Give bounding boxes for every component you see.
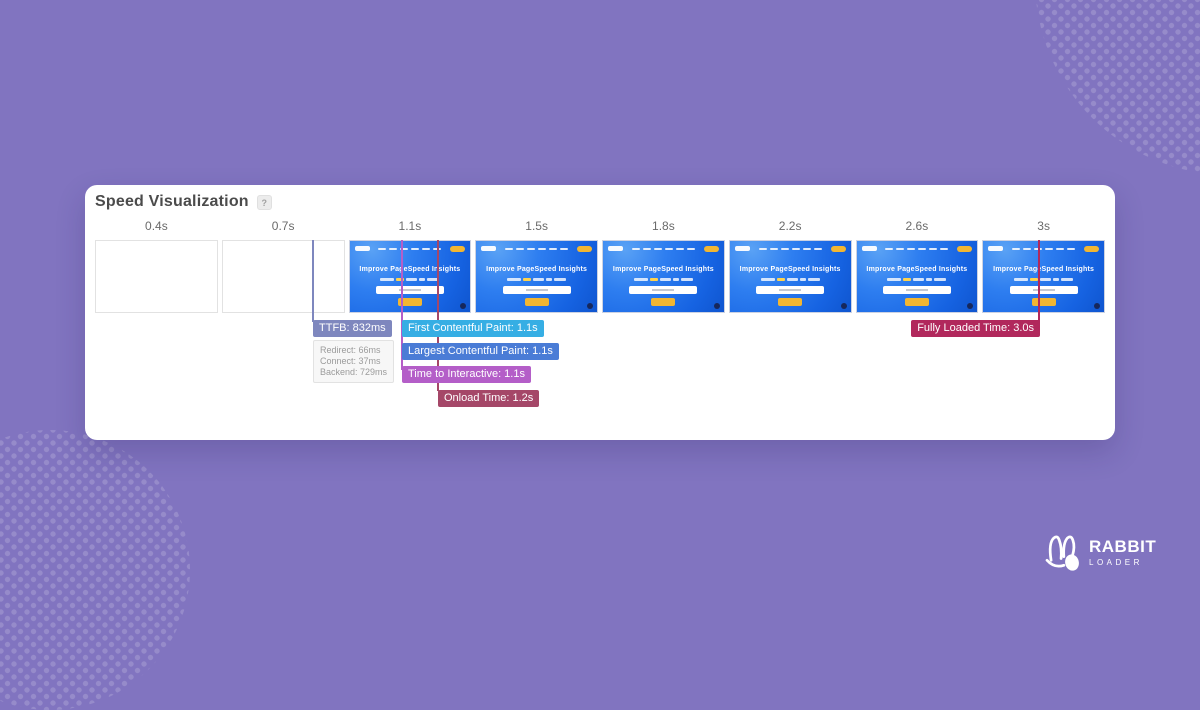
mini-site-cta-button: [1084, 245, 1099, 252]
timeline-label: 2.6s: [905, 219, 929, 233]
mini-site-submit-button: [397, 298, 422, 306]
ttfb-backend: Backend: 729ms: [320, 367, 388, 377]
filmstrip-frame-screenshot: Improve PageSpeed Insights: [602, 240, 725, 313]
mini-site-cta-button: [450, 245, 466, 252]
dot-pattern-top-right: [1035, 0, 1200, 175]
paint-marker-line: [401, 240, 403, 370]
timeline-label: 1.5s: [525, 219, 548, 233]
brand-subname: LOADER: [1089, 558, 1143, 567]
timeline-label: 1.1s: [398, 219, 422, 233]
onload-time-badge[interactable]: Onload Time: 1.2s: [438, 390, 540, 407]
rabbitloader-logo: RABBIT LOADER: [1042, 531, 1156, 575]
ttfb-redirect: Redirect: 66ms: [320, 345, 381, 355]
mini-site-cta-button: [577, 245, 592, 252]
time-to-interactive-badge[interactable]: Time to Interactive: 1.1s: [402, 366, 531, 383]
mini-site-subtitle: [730, 278, 851, 281]
mini-site-url-input: [882, 286, 951, 294]
timeline-label: 3s: [1037, 219, 1050, 233]
chat-widget-icon: [967, 303, 974, 309]
mini-site-nav: [496, 247, 577, 250]
mini-site-logo: [481, 246, 497, 251]
mini-site-heading: Improve PageSpeed Insights: [486, 266, 588, 273]
mini-site-logo: [988, 246, 1004, 251]
chat-widget-icon: [587, 303, 593, 309]
filmstrip-frame-screenshot: Improve PageSpeed Insights: [982, 240, 1105, 313]
mini-site-nav: [623, 247, 704, 250]
mini-site-logo: [608, 246, 623, 251]
mini-site-submit-button: [904, 298, 929, 306]
filmstrip-frame-screenshot: Improve PageSpeed Insights: [855, 240, 979, 313]
mini-site-submit-button: [651, 298, 676, 306]
mini-site-cta-button: [957, 245, 973, 252]
mini-site-submit-button: [778, 298, 803, 306]
chat-widget-icon: [1094, 303, 1100, 309]
mini-site-topbar: [988, 245, 1099, 252]
timeline-label: 2.2s: [778, 219, 802, 233]
largest-contentful-paint-badge[interactable]: Largest Contentful Paint: 1.1s: [402, 343, 559, 360]
filmstrip-frame-screenshot: Improve PageSpeed Insights: [475, 240, 598, 313]
chat-widget-icon: [840, 303, 847, 309]
mini-site-topbar: [481, 245, 592, 252]
filmstrip-frame-screenshot: Improve PageSpeed Insights: [728, 240, 852, 313]
mini-site-heading: Improve PageSpeed Insights: [866, 266, 968, 273]
mini-site-heading: Improve PageSpeed Insights: [739, 266, 841, 273]
mini-site-subtitle: [857, 278, 978, 281]
mini-site-heading: Improve PageSpeed Insights: [993, 266, 1095, 273]
mini-site-cta-button: [830, 245, 846, 252]
timeline-label: 1.8s: [652, 219, 675, 233]
mini-site-url-input: [375, 286, 444, 294]
mini-site-topbar: [608, 245, 719, 252]
fully-loaded-time-badge[interactable]: Fully Loaded Time: 3.0s: [911, 320, 1040, 337]
mini-site-topbar: [734, 245, 846, 252]
mini-site-subtitle: [476, 278, 597, 281]
filmstrip: Improve PageSpeed Insights Improve PageS…: [95, 240, 1105, 313]
mini-site-cta-button: [703, 245, 719, 252]
timeline-labels: 0.4s 0.7s 1.1s 1.5s 1.8s 2.2s 2.6s 3s: [95, 219, 1105, 235]
help-icon[interactable]: ?: [256, 195, 272, 210]
ttfb-badge[interactable]: TTFB: 832ms: [313, 320, 392, 337]
onload-marker-line: [437, 240, 439, 391]
mini-site-topbar: [861, 245, 973, 252]
filmstrip-frame-blank: [95, 240, 218, 313]
mini-site-subtitle: [603, 278, 724, 281]
mini-site-nav: [1003, 247, 1084, 250]
ttfb-details-tooltip: Redirect: 66ms Connect: 37ms Backend: 72…: [313, 340, 395, 383]
mini-site-submit-button: [1031, 298, 1056, 306]
speed-visualization-card: Speed Visualization ? 0.4s 0.7s 1.1s 1.5s 1.…: [85, 185, 1115, 440]
dot-pattern-bottom-left: [0, 430, 190, 710]
mini-site-logo: [861, 246, 877, 251]
mini-site-submit-button: [524, 298, 549, 306]
brand-text: RABBIT LOADER: [1089, 538, 1156, 568]
ttfb-connect: Connect: 37ms: [320, 356, 381, 366]
mini-site-url-input: [502, 286, 571, 294]
mini-site-nav: [877, 247, 958, 250]
mini-site-heading: Improve PageSpeed Insights: [359, 266, 461, 273]
mini-site-heading: Improve PageSpeed Insights: [612, 266, 714, 273]
fully-loaded-marker-line: [1038, 240, 1040, 324]
page-title: Speed Visualization: [95, 193, 249, 210]
filmstrip-frame-screenshot: Improve PageSpeed Insights: [348, 240, 472, 313]
rabbit-ears-icon: [1045, 535, 1079, 571]
mini-site-topbar: [354, 245, 466, 252]
chat-widget-icon: [460, 303, 467, 309]
mini-site-url-input: [756, 286, 825, 294]
timeline-label: 0.4s: [145, 219, 168, 233]
mini-site-logo: [734, 246, 750, 251]
chat-widget-icon: [713, 303, 720, 309]
mini-site-subtitle: [350, 278, 471, 281]
ttfb-marker-line: [312, 240, 314, 322]
mini-site-subtitle: [983, 278, 1104, 281]
card-header: Speed Visualization ?: [95, 193, 272, 211]
brand-name: RABBIT: [1089, 537, 1157, 556]
mini-site-nav: [750, 247, 831, 250]
filmstrip-frame-blank: [221, 240, 345, 313]
mini-site-url-input: [1009, 286, 1078, 294]
first-contentful-paint-badge[interactable]: First Contentful Paint: 1.1s: [402, 320, 544, 337]
timeline-label: 0.7s: [271, 219, 295, 233]
mini-site-url-input: [629, 286, 698, 294]
mini-site-logo: [354, 246, 370, 251]
